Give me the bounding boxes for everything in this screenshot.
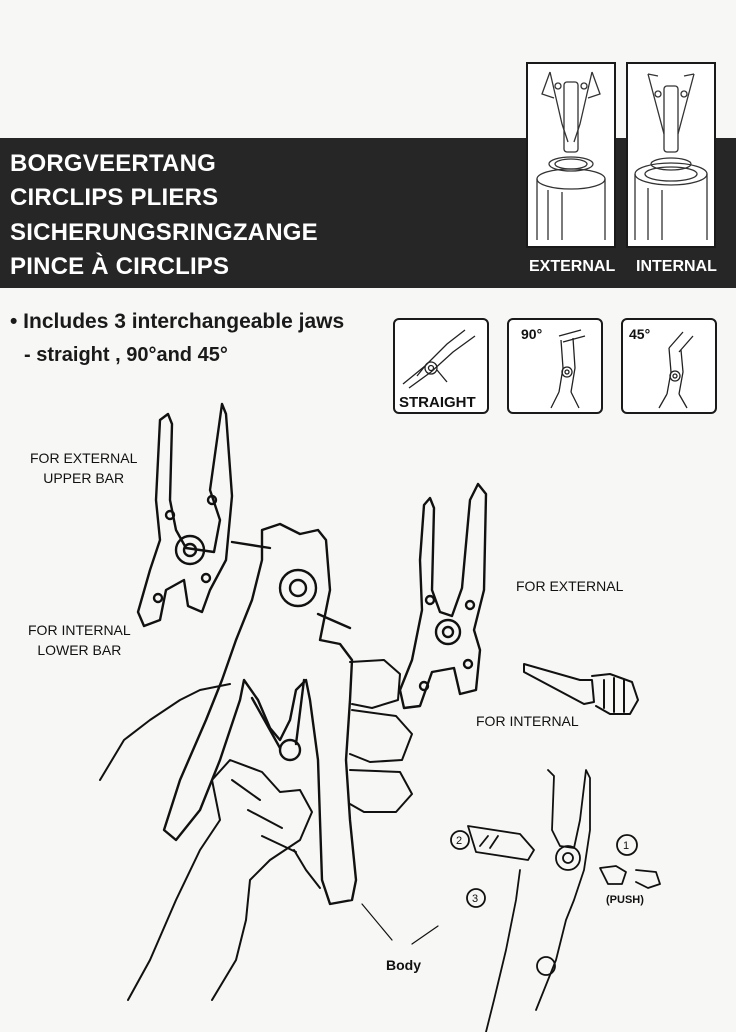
title-english: CIRCLIPS PLIERS (10, 184, 219, 211)
feature-types: - straight , 90°and 45° (24, 344, 228, 366)
jaw-45-label: 45° (629, 326, 651, 342)
jaw-90-label: 90° (521, 326, 543, 342)
title-french: PINCE À CIRCLIPS (10, 253, 230, 280)
assembly-detail (450, 769, 661, 1032)
external-jaw (398, 482, 488, 710)
jaw-45-box: 45° (621, 318, 717, 414)
jaw-90-box: 90° (507, 318, 603, 414)
feature-jaws: • Includes 3 interchangeable jaws (10, 310, 345, 333)
body-callout: Body (386, 957, 421, 973)
internal-label: INTERNAL (636, 258, 717, 275)
for-external-callout: FOR EXTERNAL (516, 578, 624, 594)
90-degree-jaw-icon (550, 329, 586, 409)
push-callout: (PUSH) (606, 894, 644, 906)
step-3-marker: 3 (472, 893, 479, 905)
main-pliers (162, 522, 358, 906)
lower-bar-callout: FOR INTERNAL LOWER BAR (28, 622, 131, 658)
upper-bar-jaw (136, 402, 234, 628)
title-german: SICHERUNGSRINGZANGE (10, 219, 318, 246)
external-circlip-pliers-icon (536, 71, 606, 240)
external-label: EXTERNAL (529, 258, 616, 275)
step-2-marker: 2 (456, 835, 463, 847)
jaw-straight-box: STRAIGHT (393, 318, 489, 414)
leader-lines (361, 903, 439, 945)
screwdriver (523, 663, 639, 715)
hand (99, 659, 413, 1001)
for-internal-callout: FOR INTERNAL (476, 713, 579, 729)
external-inset (526, 62, 616, 248)
straight-jaw-icon (402, 329, 476, 389)
jaw-straight-label: STRAIGHT (399, 394, 476, 411)
internal-inset (626, 62, 716, 248)
internal-circlip-pliers-icon (634, 73, 708, 240)
upper-bar-callout: FOR EXTERNAL UPPER BAR (30, 450, 138, 486)
step-1-marker: 1 (623, 840, 630, 852)
title-dutch: BORGVEERTANG (10, 150, 216, 177)
45-degree-jaw-icon (658, 331, 694, 409)
